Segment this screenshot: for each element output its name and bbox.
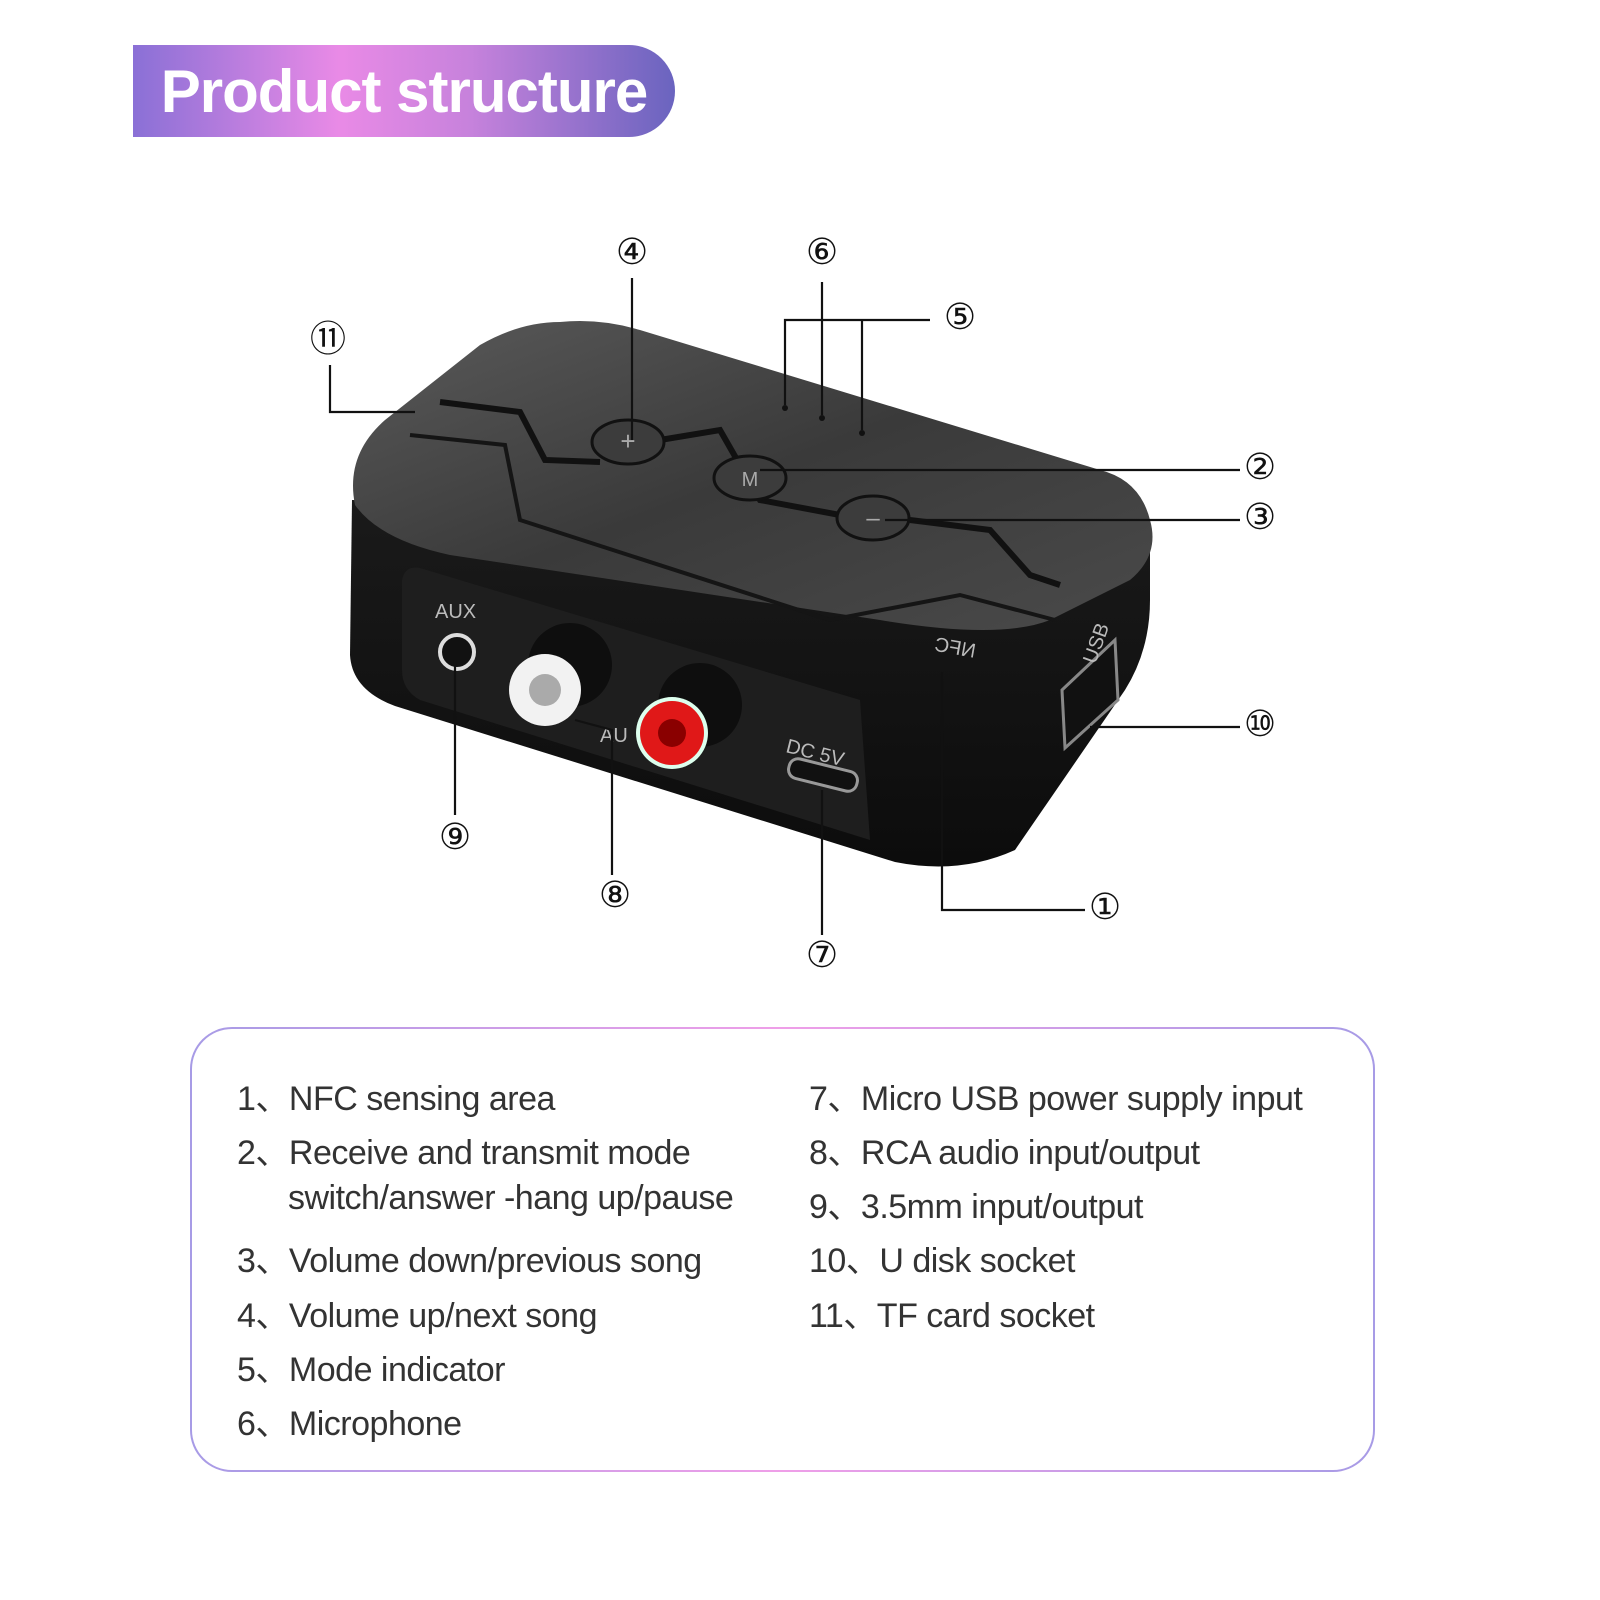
callout-11: ⑪ — [310, 319, 346, 360]
legend-item: 1、NFC sensing area — [237, 1080, 555, 1118]
legend-item: 7、Micro USB power supply input — [809, 1080, 1303, 1118]
microphone-hole — [819, 415, 825, 421]
svg-text:–: – — [866, 505, 880, 532]
callout-9: ⑨ — [439, 817, 471, 858]
micro-usb-port — [787, 757, 859, 793]
callout-8: ⑧ — [599, 875, 631, 916]
volume-down-button — [835, 494, 911, 542]
callout-1: ① — [1089, 887, 1121, 928]
callout-7: ⑦ — [806, 935, 838, 976]
legend-item: 6、Microphone — [237, 1405, 462, 1443]
legend-box: 1、NFC sensing area 2、Receive and transmi… — [190, 1027, 1375, 1472]
legend-item: 4、Volume up/next song — [237, 1297, 597, 1335]
mode-button — [712, 454, 788, 502]
indicator-led-2 — [859, 430, 865, 436]
section-title: Product structure — [160, 57, 648, 125]
section-title-banner: Product structure — [133, 45, 675, 137]
svg-text:+: + — [620, 426, 635, 456]
callout-6: ⑥ — [806, 232, 838, 273]
legend-item: 8、RCA audio input/output — [809, 1134, 1200, 1172]
legend-item: 11、TF card socket — [809, 1297, 1095, 1335]
legend-item: 9、3.5mm input/output — [809, 1188, 1143, 1226]
legend-item: 10、U disk socket — [809, 1242, 1076, 1280]
callout-2: ② — [1244, 447, 1276, 488]
aux-label: AUX — [435, 601, 476, 623]
legend-item: 5、Mode indicator — [237, 1351, 505, 1389]
legend-item-continuation: switch/answer -hang up/pause — [288, 1179, 734, 1217]
callout-4: ④ — [616, 232, 648, 273]
indicator-led-1 — [782, 405, 788, 411]
callout-numbers: ① ② ③ ④ ⑤ ⑥ ⑦ ⑧ ⑨ ⑩ ⑪ — [310, 232, 1276, 976]
volume-up-button — [590, 418, 666, 466]
callout-3: ③ — [1244, 497, 1276, 538]
svg-text:M: M — [742, 469, 759, 491]
callout-5: ⑤ — [944, 297, 976, 338]
legend-item: 3、Volume down/previous song — [237, 1242, 702, 1280]
device-illustration: + M – AUX AU DC 5V NFC USB — [350, 321, 1153, 867]
legend-item: 2、Receive and transmit mode — [237, 1134, 691, 1172]
rca-label: AU — [600, 725, 628, 747]
callout-lines — [328, 278, 1240, 935]
aux-jack — [438, 633, 476, 671]
callout-10: ⑩ — [1244, 704, 1276, 745]
usb-port — [1060, 636, 1120, 752]
port-panel — [402, 567, 870, 840]
